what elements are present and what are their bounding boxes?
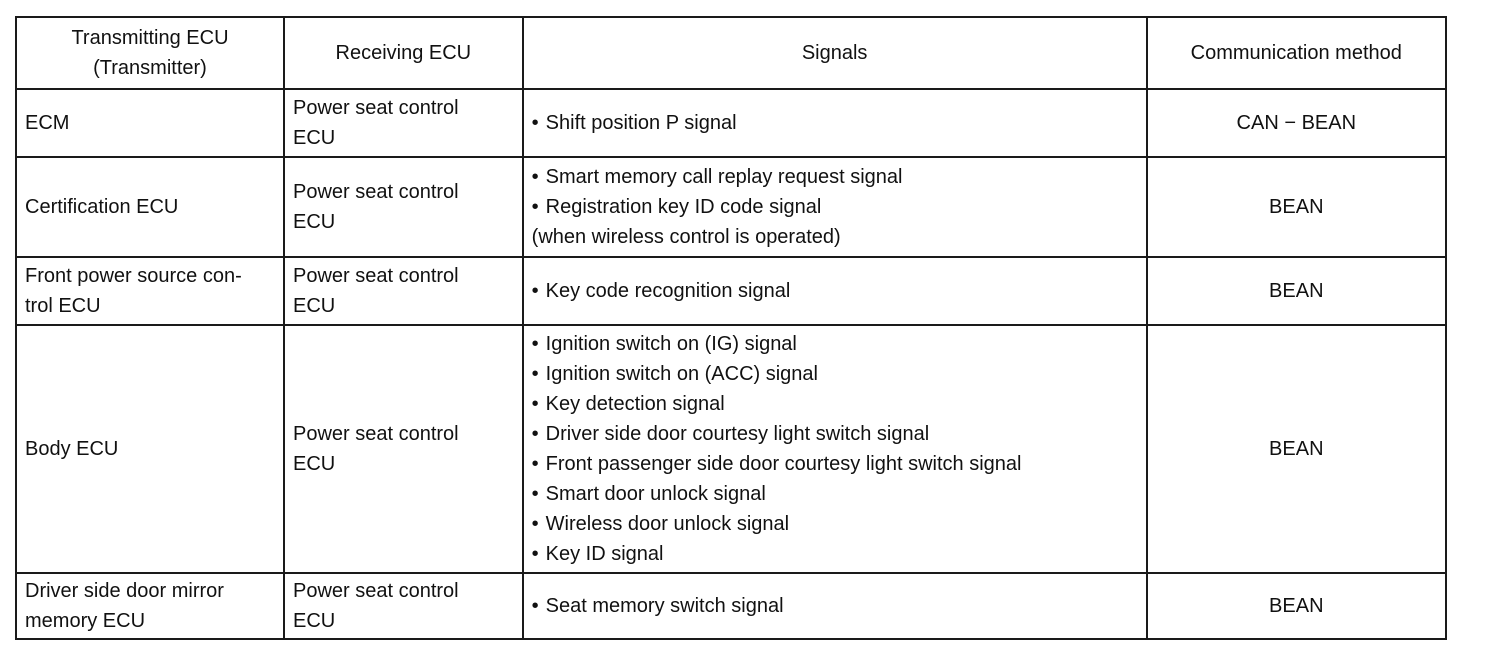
transmitter-name-line2: memory ECU	[25, 610, 146, 632]
receiver-cell: Power seat control ECU	[282, 324, 524, 574]
signal-list: • Ignition switch on (IG) signal • Ignitio…	[532, 329, 1138, 569]
signal-item: • Ignition switch on (IG) signal	[532, 329, 1138, 359]
method-cell: BEAN	[1145, 572, 1448, 640]
bullet-glyph: •	[531, 483, 539, 505]
table-row: Front power source con- trol ECU Power s…	[15, 256, 1448, 326]
receiver-name-line1: Power seat control	[292, 580, 459, 602]
signals-cell: • Shift position P signal	[521, 88, 1148, 158]
bullet-glyph: •	[531, 112, 539, 134]
signal-text: Driver side door courtesy light switch s…	[545, 423, 930, 445]
signal-note: (when wireless control is operated)	[531, 226, 841, 248]
signal-item: • Ignition switch on (ACC) signal	[532, 359, 1138, 389]
signal-item: • Wireless door unlock signal	[532, 509, 1138, 539]
signal-text: Key code recognition signal	[545, 280, 791, 302]
receiver-name-line1: Power seat control	[292, 265, 459, 287]
signal-text: Smart memory call replay request signal	[545, 166, 903, 188]
table-row: Body ECU Power seat control ECU • Ignitio…	[15, 324, 1448, 574]
receiver-cell: Power seat control ECU	[282, 156, 524, 258]
receiver-cell: Power seat control ECU	[282, 256, 524, 326]
transmitter-name: ECM	[25, 112, 70, 134]
bullet-glyph: •	[531, 453, 539, 475]
signal-item: • Driver side door courtesy light switch …	[532, 419, 1138, 449]
receiver-name-line2: ECU	[292, 127, 336, 149]
receiver-name-line2: ECU	[292, 610, 336, 632]
table-row: Certification ECU Power seat control ECU…	[15, 156, 1448, 258]
signal-text: Wireless door unlock signal	[545, 513, 790, 535]
signal-text: Key detection signal	[545, 393, 725, 415]
signal-list: • Shift position P signal	[532, 108, 1138, 138]
receiver-name-line2: ECU	[292, 453, 336, 475]
signal-item: • Smart door unlock signal	[532, 479, 1138, 509]
signal-text: Ignition switch on (ACC) signal	[545, 363, 818, 385]
transmitter-name: Body ECU	[25, 438, 119, 460]
signals-cell: • Seat memory switch signal	[521, 572, 1148, 640]
receiver-name-line2: ECU	[292, 295, 336, 317]
receiver-cell: Power seat control ECU	[282, 88, 524, 158]
signal-item: • Seat memory switch signal	[532, 591, 1138, 621]
bullet-glyph: •	[531, 280, 539, 302]
table-row: ECM Power seat control ECU • Shift positi…	[15, 88, 1448, 158]
table-row: Driver side door mirror memory ECU Power…	[15, 572, 1448, 640]
transmitter-cell: Body ECU	[15, 324, 285, 574]
signal-list: • Seat memory switch signal	[532, 591, 1138, 621]
bullet-glyph: •	[531, 543, 539, 565]
signal-text: Front passenger side door courtesy light…	[545, 453, 1022, 475]
header-receiving-ecu: Receiving ECU	[282, 16, 524, 90]
header-transmitting-ecu-line1: Transmitting ECU	[71, 27, 229, 49]
receiver-name-line1: Power seat control	[292, 181, 459, 203]
header-transmitting-ecu-line2: (Transmitter)	[93, 57, 207, 79]
receiver-name-line1: Power seat control	[292, 423, 459, 445]
transmitter-cell: ECM	[15, 88, 285, 158]
signal-list: • Smart memory call replay request signal…	[532, 162, 1138, 252]
table-header-row: Transmitting ECU (Transmitter) Receiving…	[15, 16, 1448, 90]
transmitter-cell: Driver side door mirror memory ECU	[15, 572, 285, 640]
signal-item: • Smart memory call replay request signal	[532, 162, 1138, 192]
receiver-name-line1: Power seat control	[292, 97, 459, 119]
signal-item: • Key ID signal	[532, 539, 1138, 569]
signals-cell: • Key code recognition signal	[521, 256, 1148, 326]
receiver-cell: Power seat control ECU	[282, 572, 524, 640]
bullet-glyph: •	[531, 595, 539, 617]
method-cell: BEAN	[1145, 256, 1448, 326]
signal-text: Seat memory switch signal	[545, 595, 784, 617]
signal-text: Registration key ID code signal	[545, 196, 822, 218]
bullet-glyph: •	[531, 333, 539, 355]
method-cell: BEAN	[1145, 324, 1448, 574]
signal-item: • Shift position P signal	[532, 108, 1138, 138]
signal-text: Key ID signal	[545, 543, 664, 565]
transmitter-name-line2: trol ECU	[25, 295, 101, 317]
method-cell: CAN − BEAN	[1145, 88, 1448, 158]
signal-list: • Key code recognition signal	[532, 276, 1138, 306]
header-signals: Signals	[521, 16, 1148, 90]
signal-text: Ignition switch on (IG) signal	[545, 333, 797, 355]
transmitter-name-line1: Driver side door mirror	[25, 580, 224, 602]
signal-text: Smart door unlock signal	[545, 483, 766, 505]
signal-item: • Key detection signal	[532, 389, 1138, 419]
ecu-communication-table: Transmitting ECU (Transmitter) Receiving…	[15, 16, 1448, 640]
bullet-glyph: •	[531, 423, 539, 445]
transmitter-cell: Certification ECU	[15, 156, 285, 258]
signal-item: • Registration key ID code signal	[532, 192, 1138, 222]
bullet-glyph: •	[531, 393, 539, 415]
header-communication-method: Communication method	[1145, 16, 1448, 90]
transmitter-name: Certification ECU	[25, 196, 179, 218]
signals-cell: • Smart memory call replay request signal…	[521, 156, 1148, 258]
transmitter-cell: Front power source con- trol ECU	[15, 256, 285, 326]
bullet-glyph: •	[531, 363, 539, 385]
receiver-name-line2: ECU	[292, 211, 336, 233]
bullet-glyph: •	[531, 196, 539, 218]
method-cell: BEAN	[1145, 156, 1448, 258]
signals-cell: • Ignition switch on (IG) signal • Ignitio…	[521, 324, 1148, 574]
bullet-glyph: •	[531, 166, 539, 188]
bullet-glyph: •	[531, 513, 539, 535]
header-transmitting-ecu: Transmitting ECU (Transmitter)	[15, 16, 285, 90]
signal-item: • Key code recognition signal	[532, 276, 1138, 306]
signal-text: Shift position P signal	[545, 112, 737, 134]
transmitter-name-line1: Front power source con-	[25, 265, 242, 287]
signal-item: • Front passenger side door courtesy ligh…	[532, 449, 1138, 479]
